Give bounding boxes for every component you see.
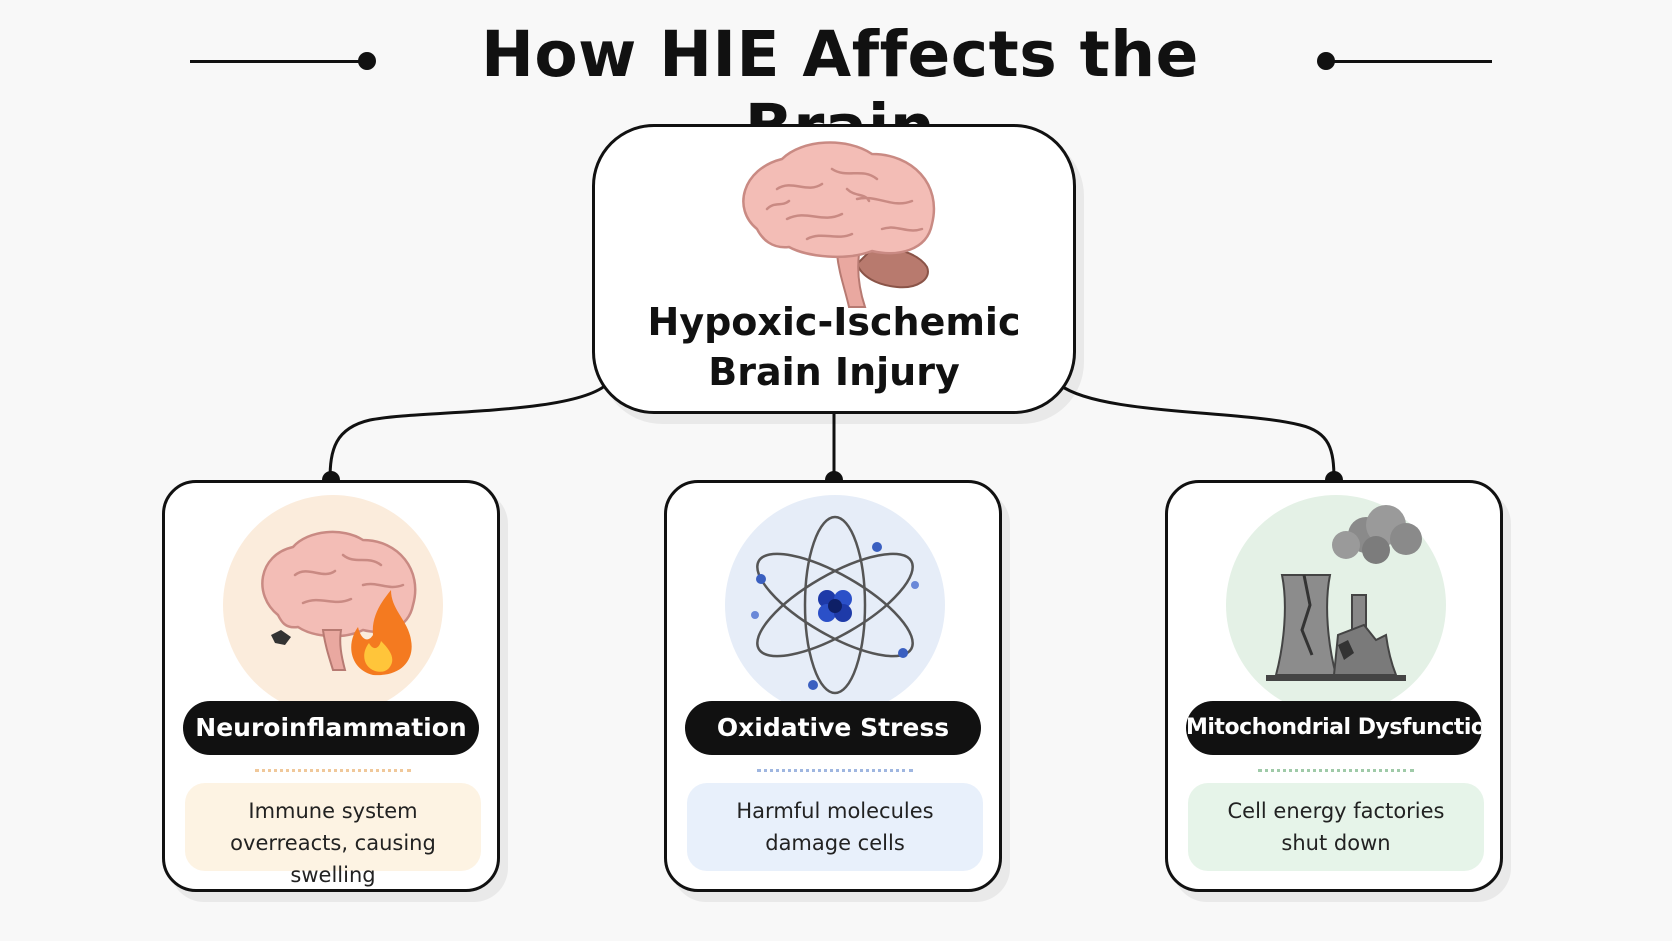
atom-icon	[751, 515, 919, 695]
card-divider	[1258, 769, 1414, 772]
connector-left	[328, 383, 607, 481]
factory-icon	[1266, 505, 1422, 681]
card-label: Oxidative Stress	[685, 701, 981, 755]
card-description-line2: damage cells	[765, 831, 905, 855]
card-description-line1: Cell energy factories	[1227, 799, 1445, 823]
center-node: Hypoxic-Ischemic Brain Injury	[592, 124, 1076, 414]
card-label: Neuroinflammation	[183, 701, 479, 755]
center-title: Hypoxic-Ischemic Brain Injury	[595, 297, 1073, 397]
icon-circle	[1226, 495, 1446, 715]
card-description: Cell energy factories shut down	[1188, 783, 1484, 871]
card-description-line1: Harmful molecules	[736, 799, 934, 823]
card-description-line2: overreacts, causing swelling	[230, 831, 436, 887]
card-description-line2: shut down	[1281, 831, 1391, 855]
card-neuroinflammation: Neuroinflammation Immune system overreac…	[162, 480, 500, 892]
center-title-line2: Brain Injury	[708, 350, 960, 394]
inflamed-brain-icon	[261, 530, 417, 676]
card-label: Mitochondrial Dysfunction	[1186, 701, 1482, 755]
icon-circle	[725, 495, 945, 715]
card-divider	[255, 769, 411, 772]
card-mitochondrial-dysfunction: Mitochondrial Dysfunction Cell energy fa…	[1165, 480, 1503, 892]
title-line-right	[1330, 60, 1492, 63]
title-dot-left	[358, 52, 376, 70]
icon-circle	[223, 495, 443, 715]
connector-right	[1059, 383, 1336, 481]
brain-icon	[742, 141, 936, 308]
card-divider	[757, 769, 913, 772]
card-description: Harmful molecules damage cells	[687, 783, 983, 871]
title-line-left	[190, 60, 362, 63]
center-title-line1: Hypoxic-Ischemic	[647, 300, 1021, 344]
title-dot-right	[1317, 52, 1335, 70]
card-description: Immune system overreacts, causing swelli…	[185, 783, 481, 887]
card-oxidative-stress: Oxidative Stress Harmful molecules damag…	[664, 480, 1002, 892]
card-description-line1: Immune system	[248, 799, 418, 823]
